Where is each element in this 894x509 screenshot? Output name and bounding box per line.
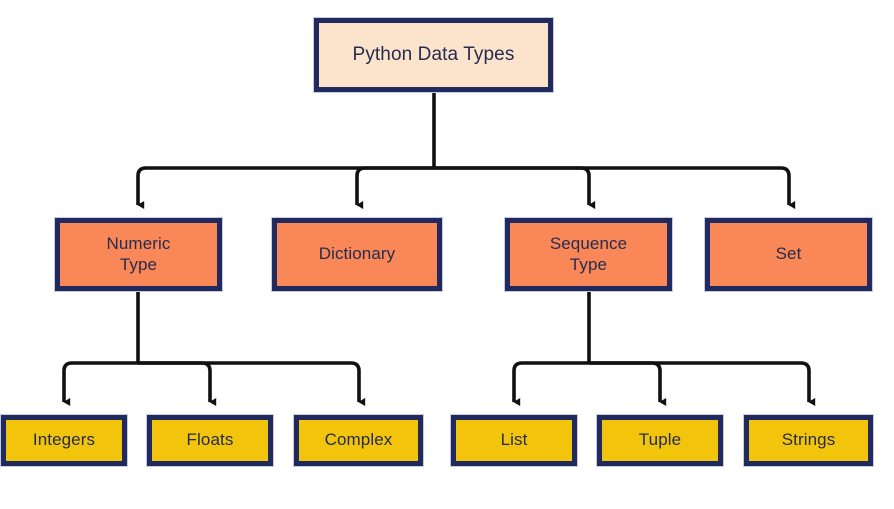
node-label: Strings: [781, 430, 836, 450]
node-label: Dictionary: [318, 244, 396, 264]
node-label: Sequence Type: [549, 234, 628, 274]
edge-numeric-to-integers: [62, 361, 138, 407]
node-dictionary[interactable]: Dictionary: [272, 218, 442, 291]
node-tuple[interactable]: Tuple: [597, 415, 723, 466]
node-sequence-type[interactable]: Sequence Type: [505, 218, 672, 291]
node-set[interactable]: Set: [705, 218, 872, 291]
node-list[interactable]: List: [451, 415, 577, 466]
node-label: Integers: [32, 430, 96, 450]
node-complex[interactable]: Complex: [294, 415, 423, 466]
node-integers[interactable]: Integers: [1, 415, 127, 466]
edge-numeric-to-floats: [138, 361, 217, 407]
edge-sequence-to-tuple: [589, 361, 667, 407]
edge-root-to-dictionary: [355, 166, 434, 210]
node-label: List: [500, 430, 528, 450]
node-label: Tuple: [638, 430, 682, 450]
edge-root-to-set: [434, 166, 796, 210]
node-strings[interactable]: Strings: [744, 415, 873, 466]
node-label: Complex: [324, 430, 393, 450]
node-numeric-type[interactable]: Numeric Type: [55, 218, 222, 291]
node-floats[interactable]: Floats: [147, 415, 273, 466]
edge-root-to-numeric: [136, 166, 434, 210]
edge-sequence-to-strings: [589, 361, 816, 407]
node-label: Python Data Types: [352, 43, 515, 65]
node-label: Floats: [186, 430, 234, 450]
node-python-data-types[interactable]: Python Data Types: [314, 18, 553, 92]
node-label: Set: [775, 244, 802, 264]
node-label: Numeric Type: [106, 234, 171, 274]
edge-sequence-to-list: [512, 361, 589, 407]
edge-numeric-to-complex: [138, 361, 366, 407]
edge-root-to-sequence: [434, 166, 596, 210]
